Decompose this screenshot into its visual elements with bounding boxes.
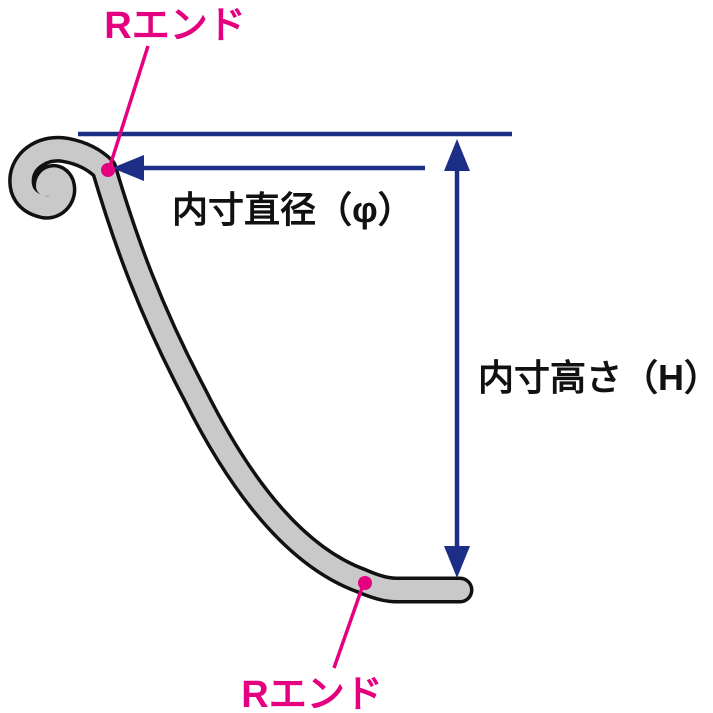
r-end-top-dot (101, 163, 115, 177)
diameter-arrowhead-icon (112, 155, 144, 181)
inner-diameter-label: 内寸直径（φ） (172, 189, 414, 230)
height-arrowhead-top-icon (444, 139, 470, 171)
r-end-bottom-dot (358, 576, 372, 590)
r-end-top-leader-line (108, 45, 150, 167)
height-arrowhead-bottom-icon (444, 546, 470, 578)
height-arrow (444, 139, 470, 578)
r-end-bottom-leader-line (332, 587, 364, 669)
diameter-arrow (112, 155, 425, 181)
inner-height-label: 内寸高さ（H） (478, 357, 713, 398)
r-end-bottom-label: Rエンド (241, 674, 382, 713)
r-end-top-label: Rエンド (104, 5, 245, 47)
